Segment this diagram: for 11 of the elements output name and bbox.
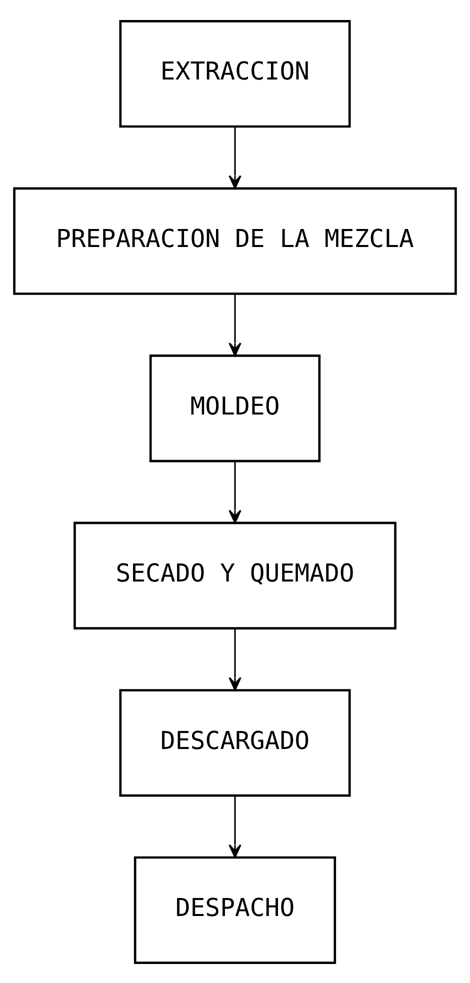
node-box: DESCARGADO [119, 688, 351, 796]
node-box: MOLDEO [149, 354, 321, 462]
arrow [228, 460, 242, 524]
arrow [228, 294, 242, 356]
arrow [228, 795, 242, 858]
arrow [228, 628, 242, 690]
node-box: SECADO Y QUEMADO [74, 521, 396, 629]
node-box: PREPARACION DE LA MEZCLA [13, 186, 457, 294]
node-box: DESPACHO [134, 856, 336, 964]
arrow [228, 126, 242, 189]
node-box: EXTRACCION [119, 20, 351, 128]
